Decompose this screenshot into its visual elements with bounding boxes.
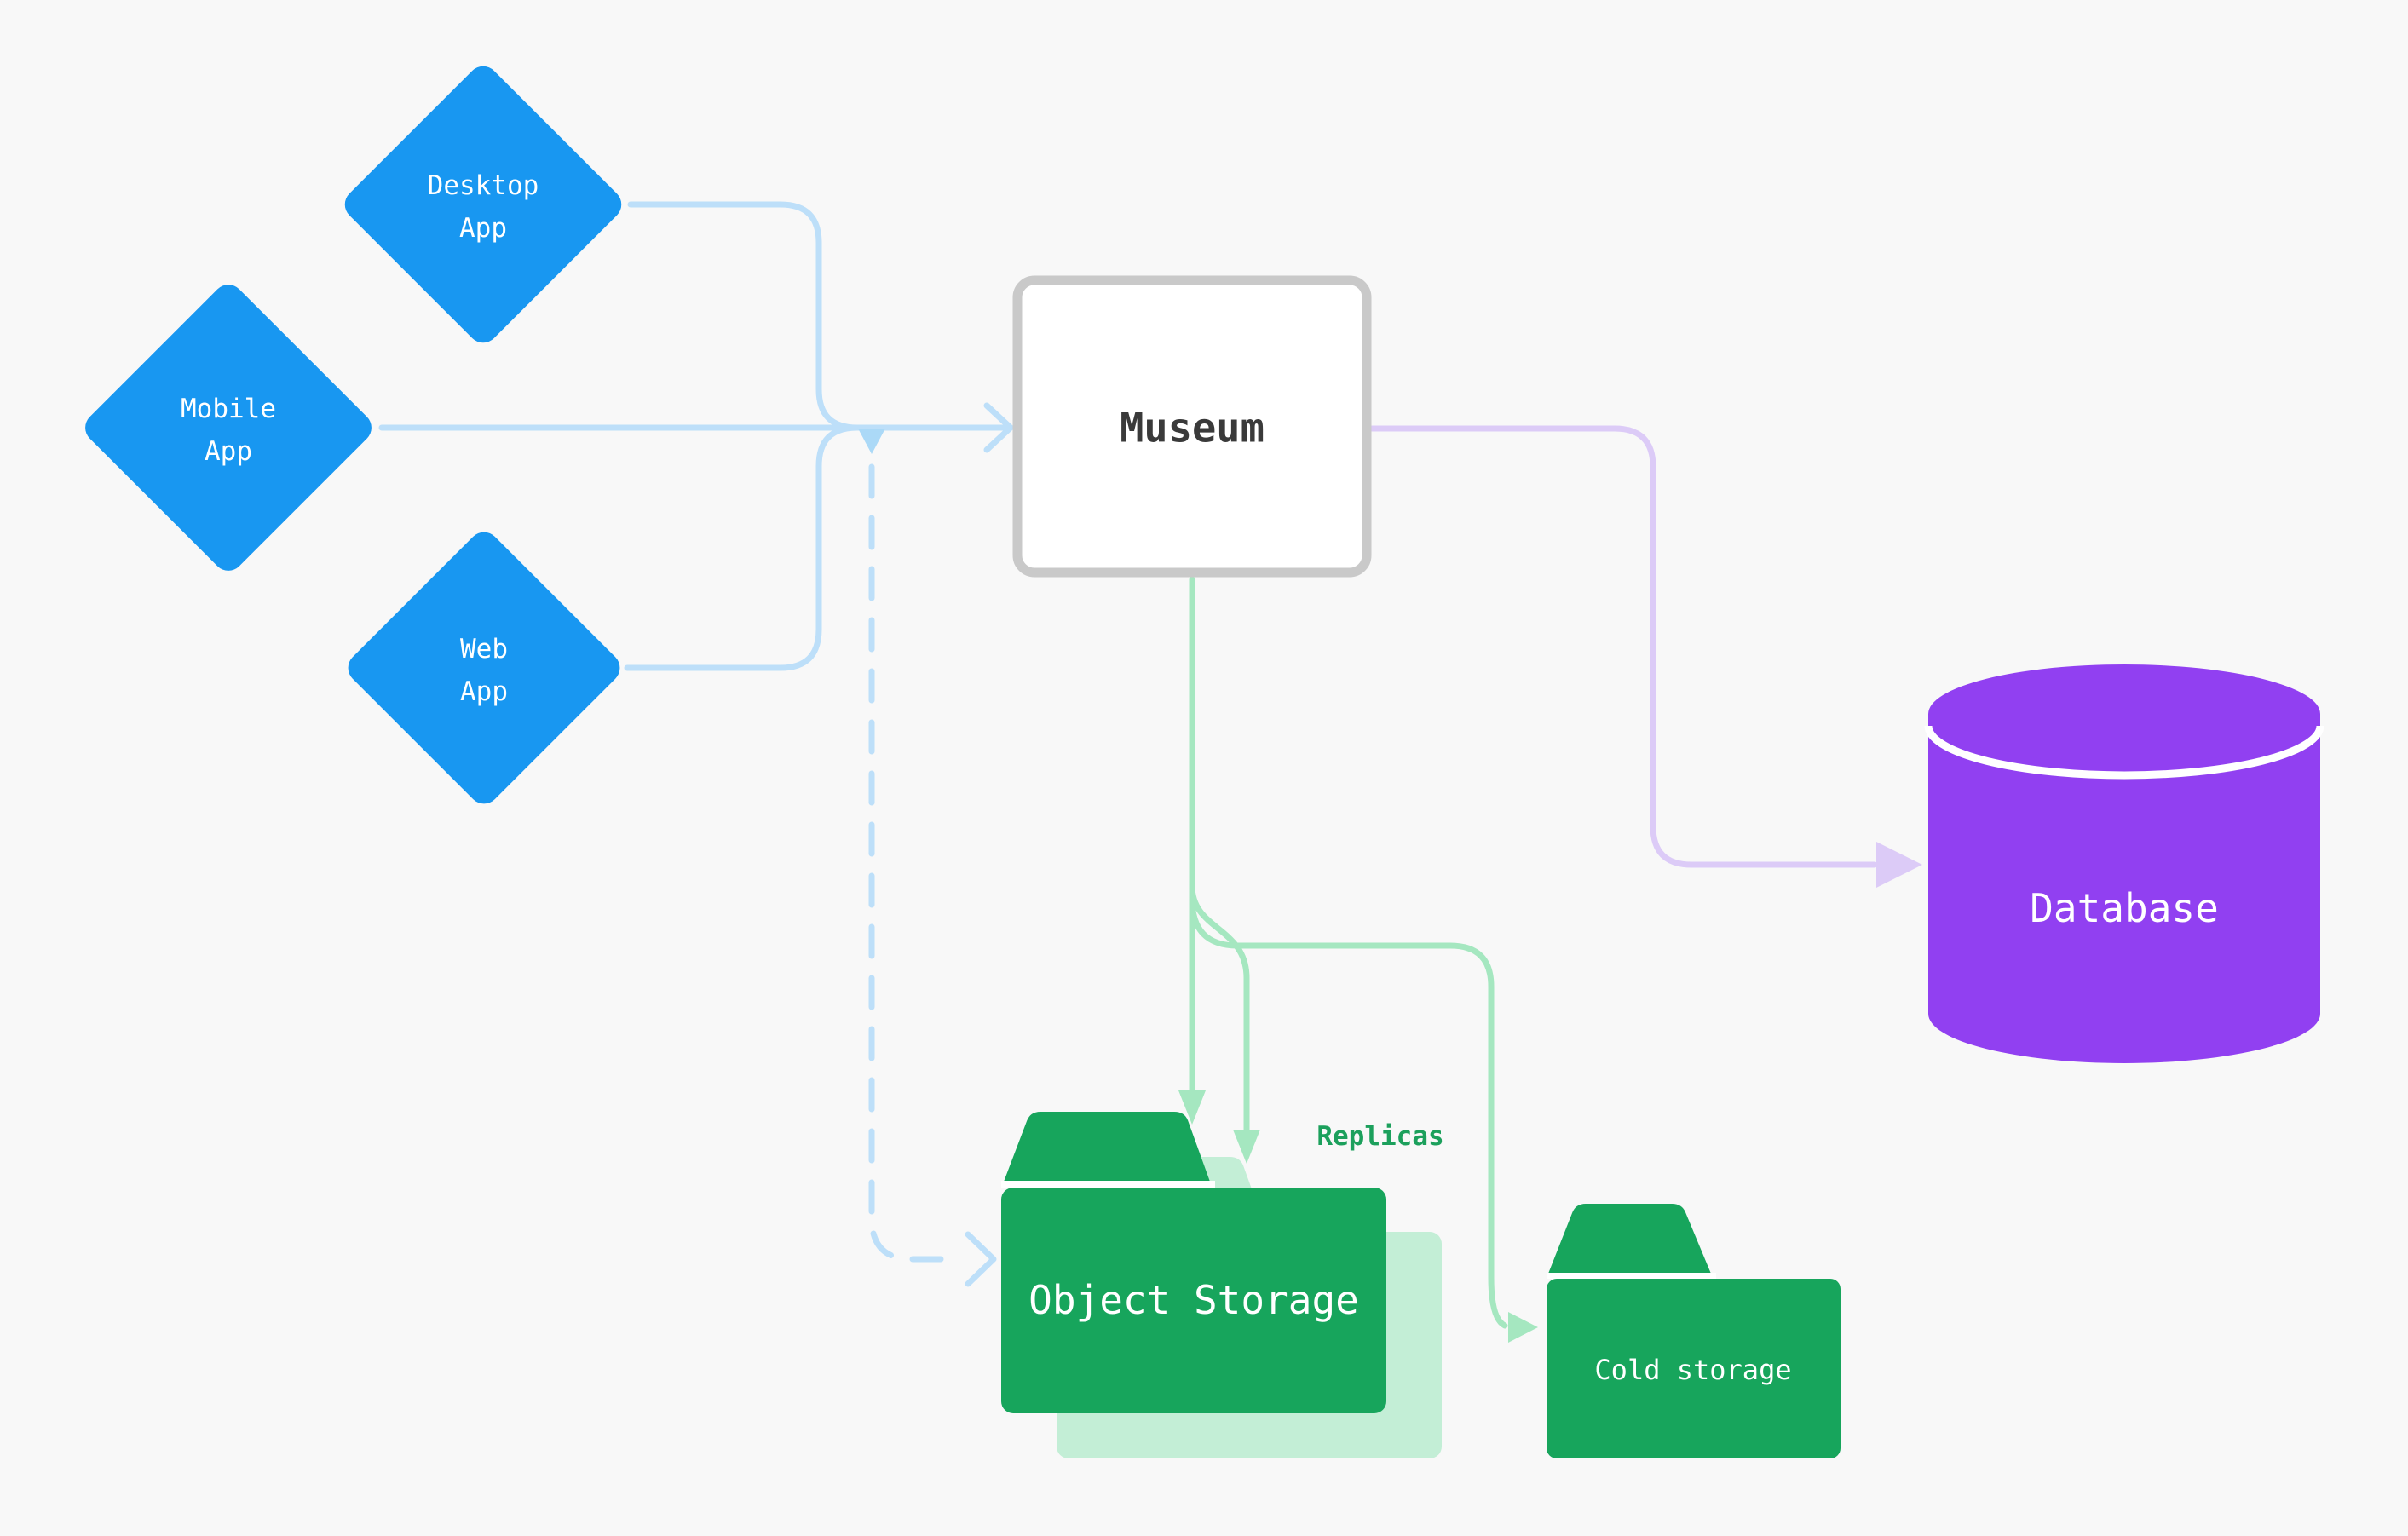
node-mobile-app[interactable]: Mobile App	[79, 279, 378, 578]
arrowhead-into-museum-icon	[983, 402, 1014, 453]
desktop-app-label-line2: App	[459, 213, 507, 244]
node-desktop-app[interactable]: Desktop App	[338, 60, 627, 348]
mobile-app-label-line1: Mobile	[181, 394, 276, 424]
web-app-label-line1: Web	[460, 634, 508, 664]
object-storage-label: Object Storage	[1028, 1277, 1359, 1323]
arrowhead-into-replica-icon	[1233, 1130, 1260, 1164]
desktop-app-diamond[interactable]	[338, 60, 627, 348]
replicas-annotation: Replicas	[1316, 1121, 1443, 1152]
object-storage-folder-gap	[1001, 1181, 1215, 1188]
node-museum[interactable]: Museum	[1012, 275, 1372, 578]
museum-box[interactable]	[1012, 275, 1372, 578]
object-storage-folder-body[interactable]	[1001, 1188, 1386, 1413]
database-connector-path[interactable]	[1368, 425, 1878, 868]
connector-group-museum-to-storage	[1178, 576, 1538, 1343]
dashed-connector-path[interactable]	[868, 463, 944, 1263]
arrowhead-into-object-storage-icon	[965, 1231, 997, 1287]
database-cylinder-body[interactable]	[1928, 714, 2320, 1063]
arrowhead-into-object-storage-main-icon	[1178, 1090, 1206, 1125]
junction-down-marker-icon	[858, 429, 885, 454]
database-label: Database	[2030, 885, 2219, 931]
database-cylinder-rim-icon	[1924, 725, 2324, 780]
arrowhead-into-cold-storage-icon	[1508, 1312, 1538, 1343]
mobile-app-diamond[interactable]	[79, 279, 378, 578]
cold-storage-label: Cold storage	[1594, 1354, 1791, 1386]
web-app-diamond[interactable]	[342, 526, 626, 810]
connector-group-clients	[378, 201, 1014, 671]
node-cold-storage[interactable]: Cold storage	[1547, 1204, 1841, 1458]
connector-museum-to-database[interactable]	[1368, 425, 1922, 888]
connector-clients-to-object-storage-dashed[interactable]	[858, 429, 997, 1287]
desktop-app-label-line1: Desktop	[428, 170, 539, 201]
connector-desktop-to-museum[interactable]	[627, 201, 861, 431]
mobile-app-label-line2: App	[205, 436, 252, 467]
museum-label: Museum	[1120, 406, 1264, 452]
database-cylinder-top[interactable]	[1928, 664, 2320, 763]
cold-storage-folder-gap	[1547, 1273, 1716, 1279]
cold-storage-folder-tab[interactable]	[1548, 1204, 1711, 1274]
node-object-storage[interactable]: Object Storage	[1001, 1112, 1386, 1413]
node-web-app[interactable]: Web App	[342, 526, 626, 810]
cold-storage-folder-body[interactable]	[1547, 1279, 1841, 1458]
node-database[interactable]: Database	[1924, 664, 2324, 1063]
connector-museum-to-cold-storage[interactable]	[1189, 895, 1508, 1329]
web-app-label-line2: App	[460, 676, 508, 707]
object-storage-folder-tab[interactable]	[1004, 1112, 1210, 1182]
arrowhead-into-database-icon	[1876, 842, 1922, 888]
connector-web-to-museum[interactable]	[624, 424, 861, 671]
